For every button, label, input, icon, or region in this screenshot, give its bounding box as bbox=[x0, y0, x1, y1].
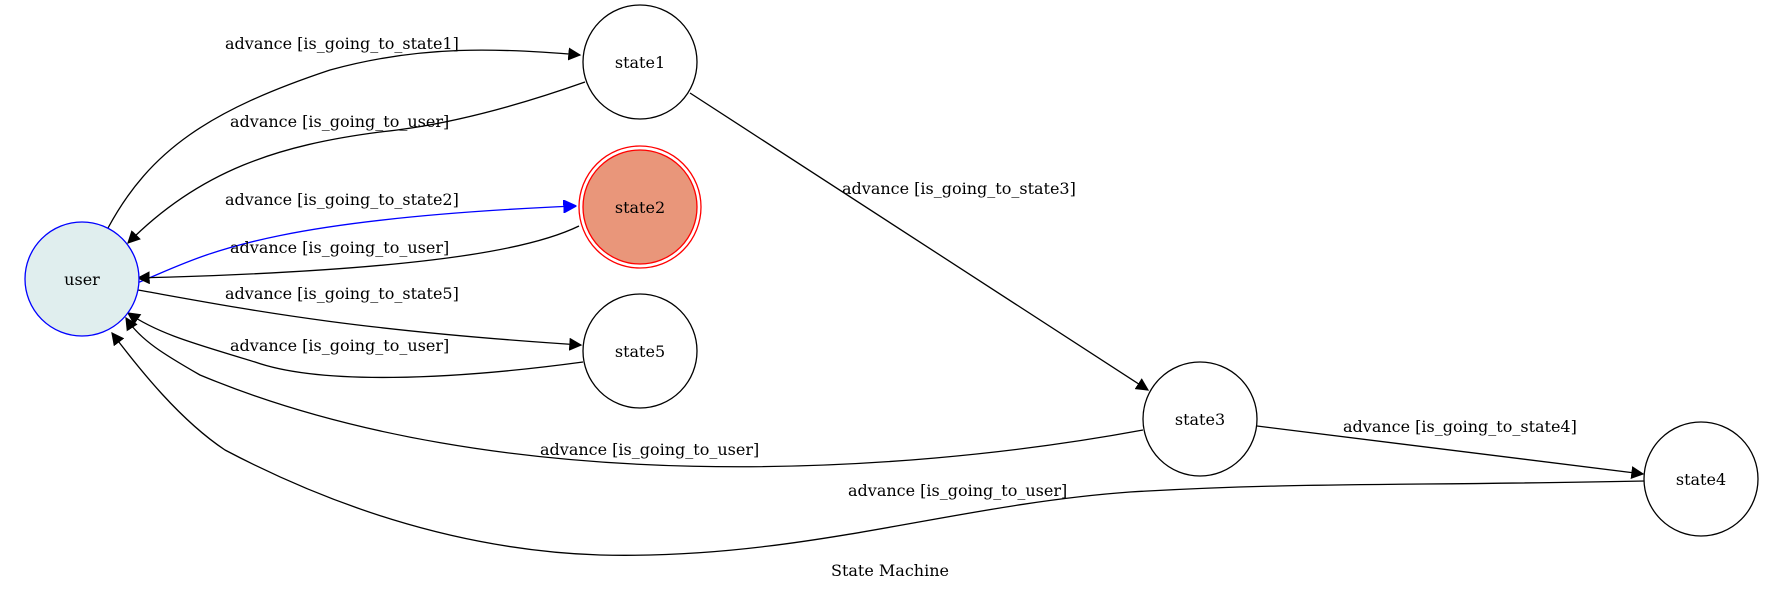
edge-state4-to-user bbox=[111, 331, 1646, 556]
label-state3-to-user: advance [is_going_to_user] bbox=[540, 440, 759, 459]
edge-state5-to-user bbox=[126, 312, 584, 379]
label-state5-to-user: advance [is_going_to_user] bbox=[230, 336, 449, 355]
edge-user-to-state1 bbox=[107, 47, 582, 229]
edge-user-to-state5 bbox=[137, 289, 583, 351]
label-state4-to-user: advance [is_going_to_user] bbox=[848, 481, 1067, 500]
label-user-to-state2: advance [is_going_to_state2] bbox=[225, 190, 459, 209]
edge-state1-to-user bbox=[127, 81, 586, 244]
label-user-to-state1: advance [is_going_to_state1] bbox=[225, 34, 459, 53]
edge-state3-to-state4 bbox=[1256, 425, 1645, 480]
node-state5-label: state5 bbox=[615, 342, 665, 361]
node-state1-label: state1 bbox=[615, 53, 665, 72]
edge-user-to-state2 bbox=[136, 206, 575, 284]
node-state3-label: state3 bbox=[1175, 410, 1225, 429]
label-state2-to-user: advance [is_going_to_user] bbox=[230, 238, 449, 257]
node-state2-label: state2 bbox=[615, 198, 665, 217]
label-state1-to-user: advance [is_going_to_user] bbox=[230, 112, 449, 131]
label-user-to-state5: advance [is_going_to_state5] bbox=[225, 284, 459, 303]
node-state4: state4 bbox=[1643, 421, 1759, 537]
node-state3: state3 bbox=[1142, 361, 1258, 477]
label-state3-to-state4: advance [is_going_to_state4] bbox=[1343, 417, 1577, 436]
edge-state1-to-state3 bbox=[689, 92, 1150, 391]
diagram-title: State Machine bbox=[831, 561, 949, 580]
node-state4-label: state4 bbox=[1676, 470, 1726, 489]
node-state5: state5 bbox=[582, 293, 698, 409]
label-state1-to-state3: advance [is_going_to_state3] bbox=[842, 179, 1076, 198]
node-state1: state1 bbox=[582, 4, 698, 120]
edge-state3-to-user bbox=[125, 316, 1144, 468]
node-state2: state2 bbox=[578, 145, 702, 269]
edge-state2-to-user bbox=[136, 225, 580, 285]
node-user: user bbox=[24, 221, 140, 337]
node-user-label: user bbox=[64, 270, 100, 289]
